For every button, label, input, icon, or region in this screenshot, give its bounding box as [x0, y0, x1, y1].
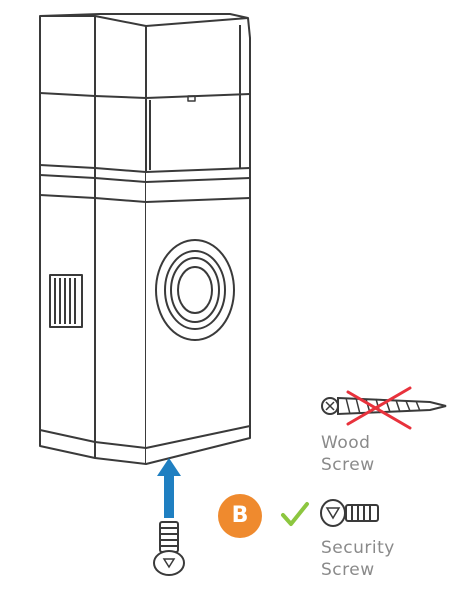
checkmark-icon	[281, 502, 309, 526]
badge-letter: B	[231, 503, 249, 528]
security-screw-vertical-icon	[153, 521, 185, 576]
security-screw-label-line2: Screw	[321, 560, 375, 580]
security-screw-label-line1: Security	[321, 538, 395, 558]
wood-screw-label: Wood Screw	[321, 432, 375, 476]
doorbell-device	[39, 13, 251, 465]
camera-lens	[155, 239, 235, 341]
step-badge: B	[218, 494, 262, 538]
security-screw-label: Security Screw	[321, 537, 395, 581]
security-screw-icon	[320, 499, 379, 527]
wood-screw-label-line1: Wood	[321, 433, 371, 453]
wood-screw-label-line2: Screw	[321, 455, 375, 475]
cross-out-icon	[346, 386, 412, 430]
arrow-up-icon	[157, 458, 181, 518]
